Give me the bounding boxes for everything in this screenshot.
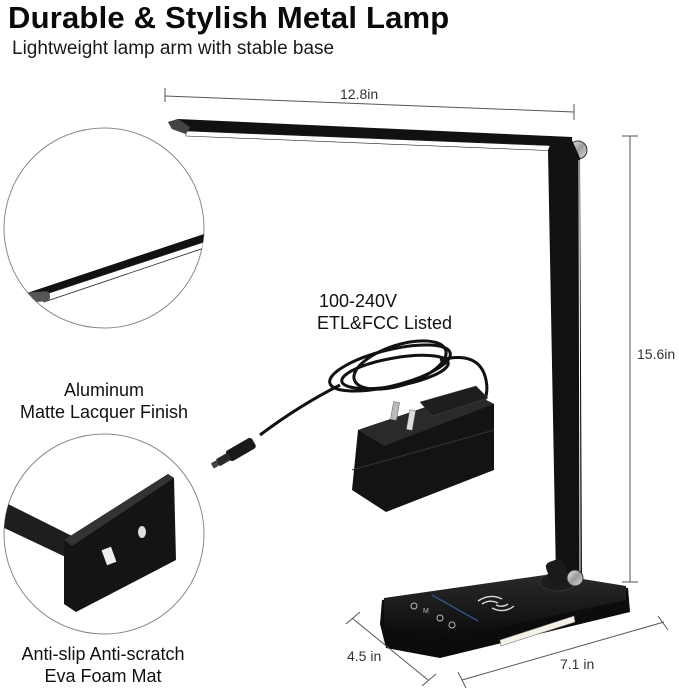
base-width-label: 7.1 in [560, 656, 595, 672]
power-icon [410, 602, 418, 610]
height-label: 15.6in [637, 346, 676, 362]
height-dimension [622, 135, 638, 583]
adapter-certification-label: ETL&FCC Listed [317, 313, 453, 333]
arm-length-label: 12.8in [340, 86, 379, 102]
lamp-pole [548, 140, 582, 579]
arm-length-dimension [164, 88, 575, 120]
base-depth-dimension [345, 611, 437, 687]
mode-icon: M [423, 608, 429, 615]
base-caption-detail: Eva Foam Mat [44, 666, 162, 686]
base-depth-label: 4.5 in [347, 648, 382, 664]
base-detail-circle [3, 433, 205, 635]
lamp-arm [168, 119, 588, 160]
brightness-icon [436, 614, 444, 622]
page-subtitle: Lightweight lamp arm with stable base [12, 38, 335, 59]
base-width-dimension [457, 615, 669, 688]
base-caption-title: Anti-slip Anti-scratch [21, 644, 185, 664]
adapter-voltage-label: 100-240V [319, 291, 398, 311]
lamp-base: M [380, 559, 630, 658]
aluminum-caption-detail: Matte Lacquer Finish [19, 402, 189, 422]
aluminum-detail-circle [3, 127, 205, 329]
page-title: Durable & Stylish Metal Lamp [8, 0, 450, 35]
wireless-charging-icon [477, 595, 515, 612]
timer-icon [448, 621, 456, 629]
power-adapter [211, 339, 495, 512]
aluminum-caption-title: Aluminum [63, 380, 145, 400]
